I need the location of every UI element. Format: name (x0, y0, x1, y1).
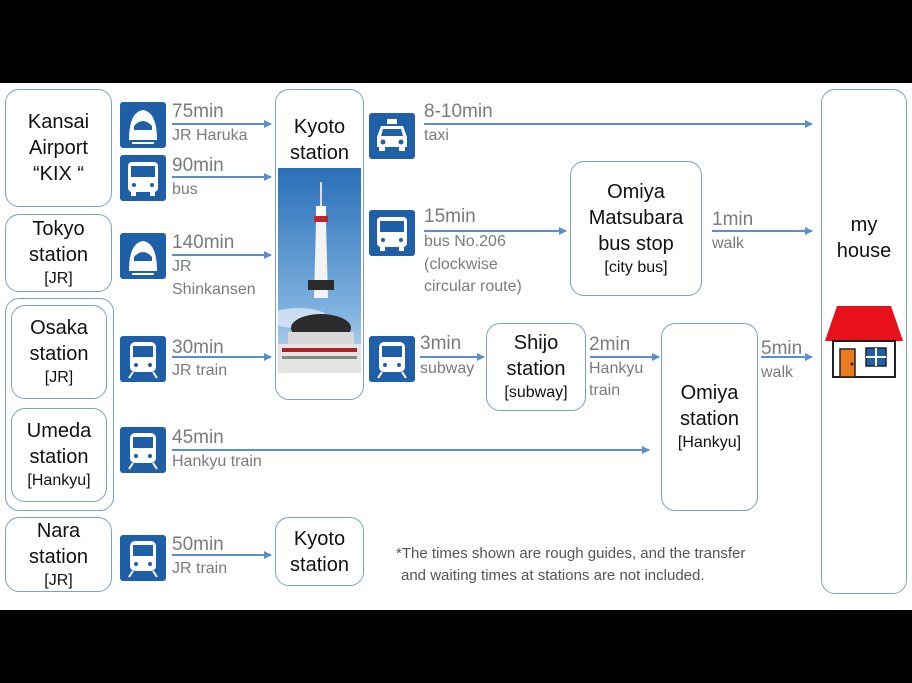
route-time: 140min (172, 232, 235, 253)
train-icon (120, 336, 166, 382)
route-mode: Hankyu train (172, 453, 262, 470)
route-time: 45min (172, 427, 224, 448)
route-mode: JR (172, 258, 192, 275)
route-mode: Shinkansen (172, 281, 256, 298)
train-icon (369, 336, 415, 382)
origin-tokyo: Tokyo station [JR] (5, 214, 112, 292)
route-time: 8-10min (424, 101, 493, 122)
route-mode: walk (712, 235, 745, 252)
route-mode: train (589, 382, 621, 399)
route-mode: taxi (424, 127, 449, 144)
origin-umeda: Umeda station [Hankyu] (11, 408, 107, 502)
route-time: 3min (420, 333, 462, 354)
route-mode: bus No.206 (424, 233, 506, 250)
route-time: 90min (172, 155, 224, 176)
route-time: 5min (761, 338, 803, 359)
route-time: 1min (712, 209, 754, 230)
route-mode: bus (172, 181, 198, 198)
footnote-line-2: and waiting times at stations are not in… (401, 567, 705, 584)
route-time: 50min (172, 534, 224, 555)
route-mode: circular route) (424, 278, 522, 295)
route-mode: JR train (172, 362, 228, 379)
train-icon (120, 535, 166, 581)
route-mode: JR Haruka (172, 127, 248, 144)
route-mode: walk (761, 364, 794, 381)
route-mode: Hankyu (589, 360, 644, 377)
route-mode: JR train (172, 560, 228, 577)
route-time: 75min (172, 101, 224, 122)
shinkansen-icon (120, 233, 166, 279)
house-icon (825, 306, 903, 378)
hub-omiya-matsubara-bus-stop: Omiya Matsubara bus stop [city bus] (570, 161, 702, 296)
footnote-line-1: *The times shown are rough guides, and t… (396, 545, 746, 562)
route-mode: subway (420, 360, 475, 377)
train-icon (120, 427, 166, 473)
route-time: 30min (172, 337, 224, 358)
origin-osaka: Osaka station [JR] (11, 305, 107, 399)
origin-kix: Kansai Airport “KIX “ (5, 89, 112, 207)
origin-nara: Nara station [JR] (5, 517, 112, 592)
hub-omiya-station: Omiya station [Hankyu] (661, 323, 758, 511)
hub-shijo-station: Shijo station [subway] (486, 323, 586, 411)
hub-kyoto-station-nara: Kyoto station (275, 517, 364, 586)
bus-icon (369, 210, 415, 256)
taxi-icon (369, 113, 415, 159)
route-time: 2min (589, 334, 631, 355)
kyoto-tower-photo (278, 168, 361, 373)
shinkansen-icon (120, 102, 166, 148)
route-mode: (clockwise (424, 256, 498, 273)
bus-icon (120, 155, 166, 201)
route-time: 15min (424, 206, 476, 227)
